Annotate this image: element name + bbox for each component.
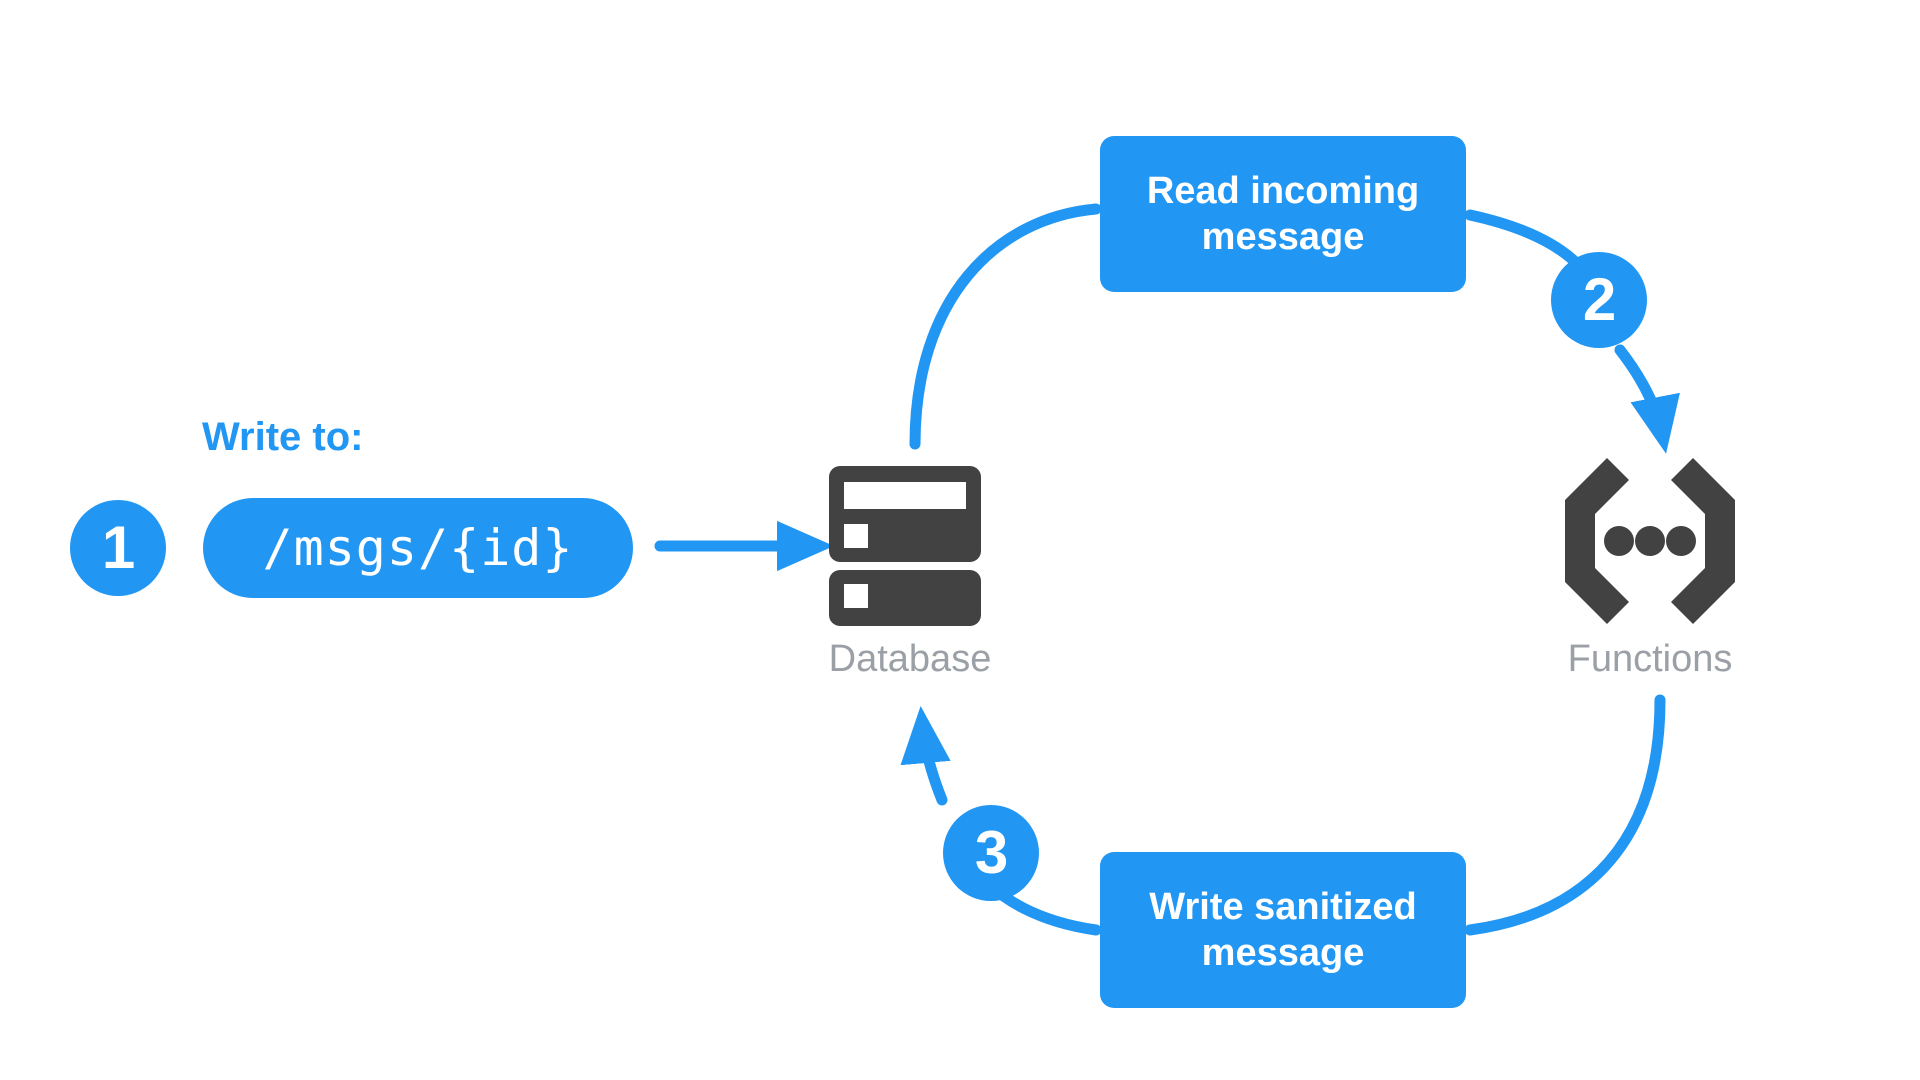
connector-database-to-read-box <box>909 203 1102 450</box>
action-box-write-line1: Write sanitized <box>1149 885 1417 928</box>
action-box-read-text: Read incoming message <box>1147 168 1419 261</box>
functions-braces-icon <box>1565 458 1735 624</box>
step-badge-3-label: 3 <box>974 819 1008 886</box>
step-badge-2: 2 <box>1551 252 1647 348</box>
connector-write-box-to-database-tail <box>900 706 951 806</box>
step-badge-2-label: 2 <box>1582 266 1616 333</box>
database-path-pill[interactable]: /msgs/{id} <box>203 498 633 598</box>
node-functions-label: Functions <box>1567 638 1733 680</box>
action-box-write-line2: message <box>1201 932 1365 974</box>
action-box-write-sanitized-message[interactable]: Write sanitized message <box>1100 852 1466 1008</box>
step-badge-3: 3 <box>943 805 1039 901</box>
action-box-read-incoming-message[interactable]: Read incoming message <box>1100 136 1466 292</box>
action-box-write-text: Write sanitized message <box>1149 884 1416 977</box>
database-icon <box>829 466 981 626</box>
action-box-read-line1: Read incoming <box>1146 169 1420 212</box>
step-badge-1-label: 1 <box>101 514 135 581</box>
step-badge-1: 1 <box>70 500 166 596</box>
database-path-text: /msgs/{id} <box>262 519 574 577</box>
connector-read-box-to-functions-tail <box>1614 344 1680 454</box>
write-to-caption: Write to: <box>202 415 364 459</box>
node-functions[interactable]: Functions <box>1520 456 1780 681</box>
connector-functions-to-write-box <box>1464 694 1666 936</box>
node-database-label: Database <box>828 638 992 680</box>
node-database[interactable]: Database <box>780 466 1040 681</box>
action-box-read-line2: message <box>1201 216 1365 258</box>
